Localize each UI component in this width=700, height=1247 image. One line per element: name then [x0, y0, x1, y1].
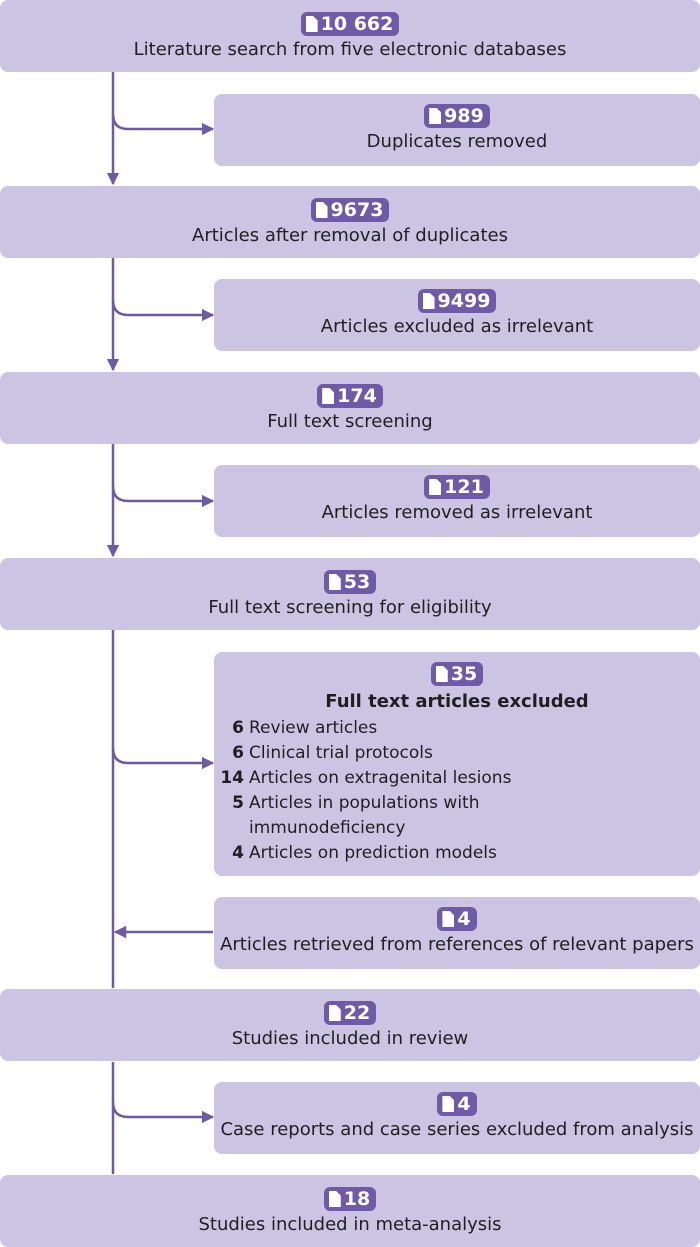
document-icon	[422, 293, 435, 309]
node-label: Articles excluded as irrelevant	[320, 316, 594, 337]
reason-text: Articles in populations with immunodefic…	[249, 793, 480, 838]
count-value: 9673	[330, 199, 384, 221]
document-icon	[429, 108, 442, 124]
document-icon	[305, 16, 318, 32]
node-irrelevant-removed: 121 Articles removed as irrelevant	[214, 465, 700, 537]
node-label: Studies included in review	[231, 1028, 469, 1049]
node-after-duplicates: 9673 Articles after removal of duplicate…	[0, 186, 700, 258]
node-title: Full text articles excluded	[325, 691, 589, 712]
count-value: 4	[457, 908, 471, 930]
document-icon	[322, 388, 335, 404]
node-label: Studies included in meta-analysis	[198, 1214, 502, 1235]
count-value: 9499	[437, 290, 491, 312]
count-value: 35	[450, 663, 478, 685]
count-value: 121	[444, 476, 484, 498]
node-full-text: 174 Full text screening	[0, 372, 700, 444]
count-badge: 4	[437, 907, 477, 931]
count-value: 18	[343, 1188, 371, 1210]
node-label: Duplicates removed	[366, 131, 548, 152]
document-icon	[442, 1096, 455, 1112]
node-eligibility: 53 Full text screening for eligibility	[0, 558, 700, 630]
document-icon	[435, 666, 448, 682]
count-badge: 53	[323, 570, 377, 594]
count-badge: 9673	[310, 198, 390, 222]
count-value: 10 662	[320, 13, 394, 35]
node-label: Articles retrieved from references of re…	[220, 934, 694, 955]
branch-irrelevant-removed	[111, 485, 215, 508]
reason-count: 6	[232, 743, 244, 763]
node-label: Full text screening for eligibility	[208, 597, 492, 618]
node-references: 4 Articles retrieved from references of …	[214, 897, 700, 969]
node-irrelevant-excluded: 9499 Articles excluded as irrelevant	[214, 279, 700, 351]
count-value: 4	[457, 1093, 471, 1115]
count-badge: 989	[424, 104, 490, 128]
document-icon	[315, 202, 328, 218]
count-badge: 10 662	[300, 12, 400, 36]
count-badge: 22	[323, 1001, 377, 1025]
document-icon	[328, 574, 341, 590]
node-label: Case reports and case series excluded fr…	[220, 1119, 694, 1140]
node-label: Literature search from five electronic d…	[133, 39, 567, 60]
reason-count: 4	[232, 843, 244, 863]
reason-text: Articles on prediction models	[249, 843, 497, 863]
branch-excluded	[111, 747, 215, 770]
node-included-review: 22 Studies included in review	[0, 989, 700, 1061]
node-duplicates: 989 Duplicates removed	[214, 94, 700, 166]
count-badge: 121	[424, 475, 490, 499]
count-badge: 174	[317, 384, 383, 408]
count-badge: 35	[430, 662, 484, 686]
count-badge: 18	[323, 1187, 377, 1211]
count-value: 53	[343, 571, 371, 593]
reason-count: 14	[220, 768, 244, 788]
count-value: 22	[343, 1002, 371, 1024]
node-search: 10 662 Literature search from five elect…	[0, 0, 700, 72]
document-icon	[442, 911, 455, 927]
reason-text: Articles on extragenital lesions	[249, 768, 512, 788]
node-meta-analysis: 18 Studies included in meta-analysis	[0, 1175, 700, 1247]
reason-text: Review articles	[249, 718, 378, 738]
node-label: Full text screening	[267, 411, 433, 432]
document-icon	[429, 479, 442, 495]
reason-count: 5	[232, 793, 244, 813]
branch-duplicates	[111, 113, 215, 136]
count-badge: 9499	[417, 289, 497, 313]
reason-text: Clinical trial protocols	[249, 743, 433, 763]
count-badge: 4	[437, 1092, 477, 1116]
reason-count: 6	[232, 718, 244, 738]
node-label: Articles after removal of duplicates	[192, 225, 508, 246]
document-icon	[328, 1191, 341, 1207]
count-value: 174	[337, 385, 377, 407]
document-icon	[328, 1005, 341, 1021]
node-label: Articles removed as irrelevant	[321, 502, 593, 523]
node-case-reports: 4 Case reports and case series excluded …	[214, 1082, 700, 1154]
branch-case-reports	[111, 1101, 215, 1124]
count-value: 989	[444, 105, 484, 127]
branch-irrelevant-excluded	[111, 299, 215, 322]
